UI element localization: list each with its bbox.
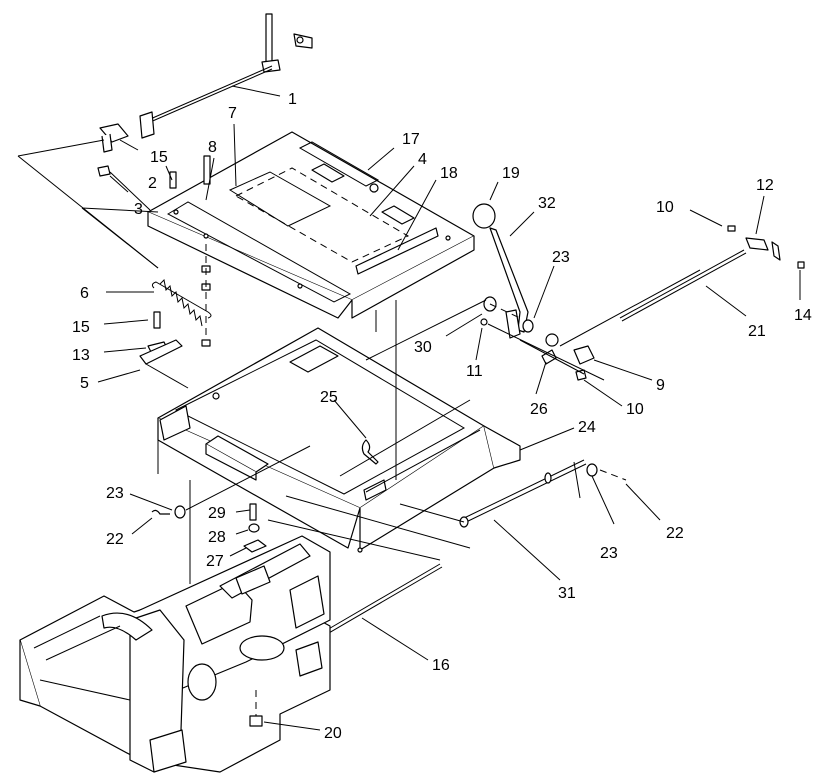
callout-29: 29 bbox=[208, 505, 226, 522]
callout-32: 32 bbox=[538, 195, 556, 212]
callout-30: 30 bbox=[414, 339, 432, 356]
callout-9: 9 bbox=[656, 377, 665, 394]
main-frame bbox=[19, 535, 331, 773]
callout-6: 6 bbox=[80, 285, 89, 302]
callout-16: 16 bbox=[432, 657, 450, 674]
callout-5: 5 bbox=[80, 375, 89, 392]
callout-12: 12 bbox=[756, 177, 774, 194]
callout-23-left: 23 bbox=[106, 485, 124, 502]
callout-21: 21 bbox=[748, 323, 766, 340]
callout-13: 13 bbox=[72, 347, 90, 364]
callout-22-right: 22 bbox=[666, 525, 684, 542]
lever-pivot-hardware bbox=[480, 269, 701, 381]
cotter-pin bbox=[361, 439, 379, 465]
control-lever bbox=[472, 203, 529, 339]
callout-19: 19 bbox=[502, 165, 520, 182]
callout-18: 18 bbox=[440, 165, 458, 182]
spring-anchor-hardware bbox=[139, 311, 183, 365]
seat-frame bbox=[157, 327, 521, 553]
callout-labels: 1 2 3 4 5 6 7 8 9 10 10 11 12 13 14 15 1… bbox=[72, 91, 812, 742]
callout-10-lever: 10 bbox=[626, 401, 644, 418]
callout-28: 28 bbox=[208, 529, 226, 546]
callout-25: 25 bbox=[320, 389, 338, 406]
callout-10-right: 10 bbox=[656, 199, 674, 216]
support-rod bbox=[319, 563, 443, 638]
leader-lines bbox=[97, 85, 801, 731]
callout-7: 7 bbox=[228, 105, 237, 122]
extension-spring bbox=[151, 278, 212, 327]
callout-14: 14 bbox=[794, 307, 812, 324]
callout-17: 17 bbox=[402, 131, 420, 148]
assembly-lines bbox=[17, 139, 605, 584]
callout-8: 8 bbox=[208, 139, 217, 156]
callout-31: 31 bbox=[558, 585, 576, 602]
callout-15-top: 15 bbox=[150, 149, 168, 166]
left-pin-hardware bbox=[151, 505, 186, 519]
callout-26: 26 bbox=[530, 401, 548, 418]
callout-23-right: 23 bbox=[600, 545, 618, 562]
callout-3: 3 bbox=[134, 201, 143, 218]
callout-20: 20 bbox=[324, 725, 342, 742]
lower-rod bbox=[459, 459, 627, 528]
callout-27: 27 bbox=[206, 553, 224, 570]
seat-bolts bbox=[169, 155, 211, 347]
seat-mounting-plate bbox=[147, 131, 475, 319]
callout-11: 11 bbox=[466, 363, 483, 380]
callout-15-bottom: 15 bbox=[72, 319, 90, 336]
callout-1: 1 bbox=[288, 91, 297, 108]
callout-2: 2 bbox=[148, 175, 157, 192]
callout-24: 24 bbox=[578, 419, 596, 436]
callout-23-lever: 23 bbox=[552, 249, 570, 266]
lift-rod-assembly bbox=[97, 13, 313, 177]
callout-22-left: 22 bbox=[106, 531, 124, 548]
callout-4: 4 bbox=[418, 151, 427, 168]
control-rod bbox=[619, 225, 805, 322]
bracket-hardware bbox=[243, 503, 267, 553]
